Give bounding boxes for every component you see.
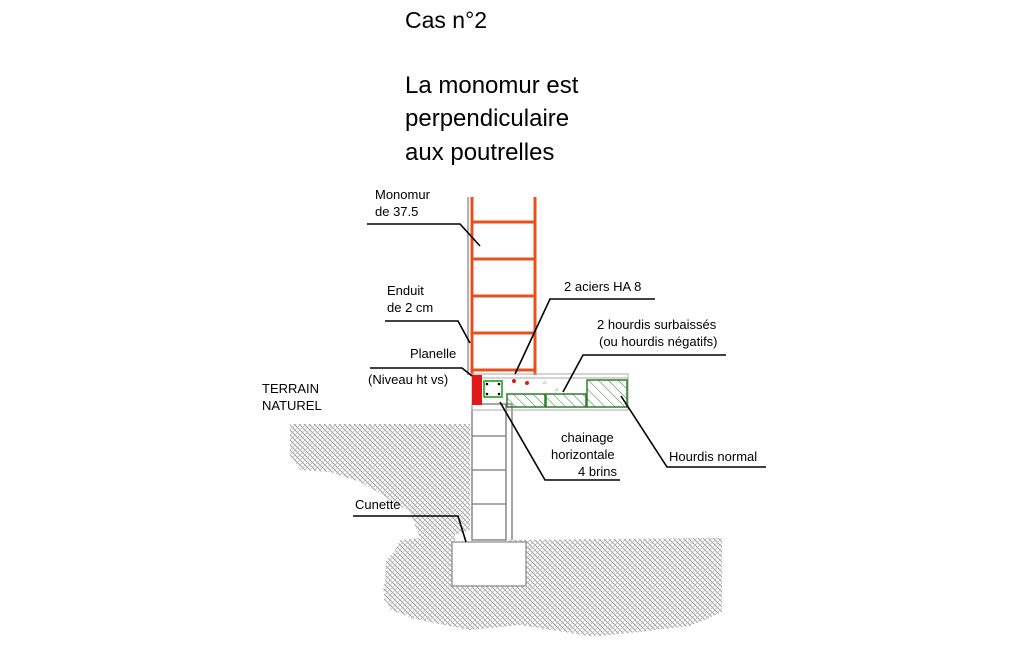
label-planelle: Planelle — [410, 346, 457, 361]
hourdis-surbaisses — [506, 393, 587, 408]
case-title: Cas n°2 — [405, 7, 488, 33]
label-enduit-size: de 2 cm — [387, 300, 434, 315]
label-monomur: Monomur — [375, 187, 430, 202]
monomur-wall — [470, 197, 537, 375]
heading-line-2: perpendiculaire — [405, 105, 570, 132]
svg-text:▵: ▵ — [555, 386, 559, 393]
ground-right — [384, 538, 722, 636]
leader-lines — [353, 223, 766, 543]
footing — [451, 541, 527, 587]
hourdis-normal — [586, 379, 628, 408]
label-4-brins: 4 brins — [578, 464, 618, 479]
planelle — [472, 375, 482, 405]
label-cunette: Cunette — [355, 497, 401, 512]
label-naturel: NATUREL — [262, 398, 322, 413]
heading-line-3: aux poutrelles — [405, 139, 555, 166]
chainage-rebar — [483, 380, 503, 398]
acier-dot — [512, 379, 516, 383]
label-hourdis-negatifs: (ou hourdis négatifs) — [599, 334, 718, 349]
label-horizontale: horizontale — [551, 447, 615, 462]
foundation-wall — [471, 403, 513, 541]
label-chainage: chainage — [561, 430, 614, 445]
acier-dot — [525, 381, 529, 385]
ground-left-upper — [290, 424, 470, 536]
svg-text:▵: ▵ — [543, 379, 547, 386]
label-enduit: Enduit — [387, 283, 424, 298]
label-hourdis-normal: Hourdis normal — [669, 449, 758, 464]
label-niveau: (Niveau ht vs) — [368, 372, 449, 387]
label-monomur-size: de 37.5 — [375, 204, 419, 219]
heading-line-1: La monomur est — [405, 72, 579, 99]
label-aciers: 2 aciers HA 8 — [564, 279, 642, 294]
label-terrain: TERRAIN — [262, 381, 320, 396]
label-hourdis-surbaisses: 2 hourdis surbaissés — [597, 317, 717, 332]
